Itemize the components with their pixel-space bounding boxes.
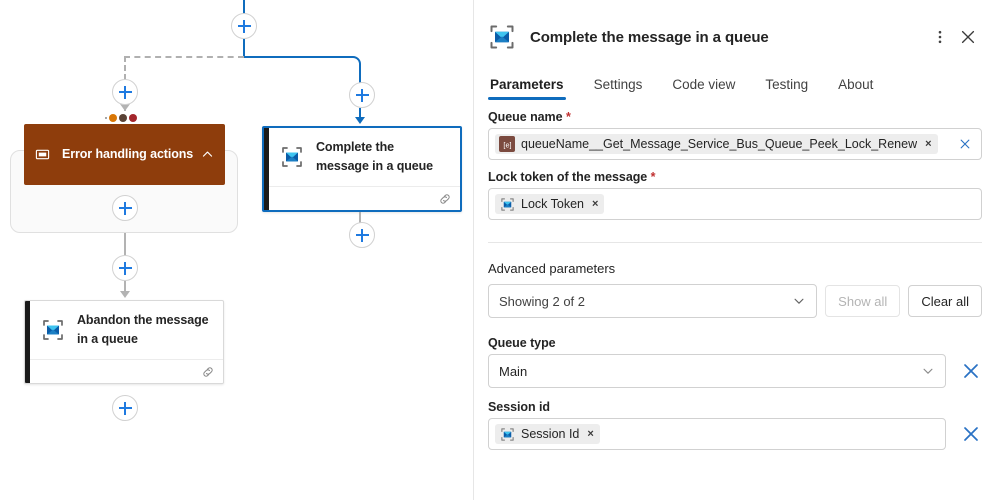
chevron-down-icon bbox=[792, 294, 806, 308]
workflow-canvas[interactable]: Error handling actions bbox=[0, 0, 473, 500]
node-body: Abandon the message in a queue bbox=[25, 301, 223, 359]
required-marker: * bbox=[647, 170, 656, 184]
add-action-top-button[interactable] bbox=[231, 13, 257, 39]
panel-divider bbox=[473, 0, 474, 500]
token-chip-label: Lock Token bbox=[521, 197, 585, 211]
token-chip-queue-name[interactable]: [e] queueName__Get_Message_Service_Bus_Q… bbox=[495, 134, 938, 154]
node-body: Complete the message in a queue bbox=[264, 128, 460, 186]
add-action-after-complete-button[interactable] bbox=[349, 222, 375, 248]
scope-status-dots bbox=[105, 114, 137, 122]
advanced-select-value: Showing 2 of 2 bbox=[499, 293, 586, 309]
add-action-after-scope-button[interactable] bbox=[112, 255, 138, 281]
expression-token-icon: [e] bbox=[499, 136, 515, 152]
edge-trunk-top bbox=[243, 0, 245, 14]
token-chip-label: queueName__Get_Message_Service_Bus_Queue… bbox=[521, 137, 918, 151]
add-action-after-abandon-button[interactable] bbox=[112, 395, 138, 421]
field-label-session-id: Session id bbox=[488, 400, 551, 414]
edge-complete-upper bbox=[359, 69, 361, 83]
clear-queue-type-icon[interactable] bbox=[960, 360, 982, 382]
node-abandon-message[interactable]: Abandon the message in a queue bbox=[24, 300, 224, 384]
panel-tabs[interactable]: Parameters Settings Code view Testing Ab… bbox=[474, 64, 1000, 100]
edge-after-complete bbox=[359, 212, 361, 226]
status-dot-tiny bbox=[105, 117, 107, 119]
panel-header: Complete the message in a queue bbox=[474, 0, 1000, 56]
field-row-queue-name: [e] queueName__Get_Message_Service_Bus_Q… bbox=[488, 128, 982, 160]
tab-code-view[interactable]: Code view bbox=[672, 77, 736, 92]
field-label-queue-name: Queue name * bbox=[488, 110, 571, 124]
service-bus-token-icon bbox=[499, 196, 515, 212]
section-divider bbox=[488, 242, 982, 243]
panel-title: Complete the message in a queue bbox=[530, 28, 769, 46]
remove-token-icon[interactable]: × bbox=[925, 137, 932, 150]
close-icon[interactable] bbox=[954, 23, 982, 51]
service-bus-token-icon bbox=[499, 426, 515, 442]
edge-complete-lower bbox=[359, 108, 361, 120]
session-id-input[interactable]: Session Id × bbox=[488, 418, 946, 450]
panel-body: Queue name * [e] queueName__Get_Message_… bbox=[474, 100, 1000, 450]
queue-name-input[interactable]: [e] queueName__Get_Message_Service_Bus_Q… bbox=[488, 128, 982, 160]
lock-token-input[interactable]: Lock Token × bbox=[488, 188, 982, 220]
edge-arrow-complete bbox=[355, 117, 365, 124]
clear-queue-name-icon[interactable] bbox=[957, 136, 973, 152]
edge-after-scope bbox=[124, 233, 126, 255]
field-row-queue-type: Main bbox=[488, 354, 982, 388]
node-title: Abandon the message in a queue bbox=[77, 313, 209, 346]
clear-all-button[interactable]: Clear all bbox=[908, 285, 982, 317]
remove-token-icon[interactable]: × bbox=[592, 197, 599, 210]
chevron-down-icon bbox=[921, 364, 935, 378]
required-marker: * bbox=[562, 110, 571, 124]
advanced-parameters-row: Showing 2 of 2 Show all Clear all bbox=[488, 284, 982, 318]
edge-trunk-mid bbox=[243, 39, 245, 57]
status-dot-failed bbox=[129, 114, 137, 122]
field-row-session-id: Session Id × bbox=[488, 418, 982, 450]
token-chip-lock-token[interactable]: Lock Token × bbox=[495, 194, 605, 214]
edge-dashed-horizontal bbox=[124, 56, 244, 58]
status-dot-warning bbox=[109, 114, 117, 122]
scope-header-error-handling[interactable]: Error handling actions bbox=[24, 124, 225, 185]
advanced-parameters-title: Advanced parameters bbox=[488, 261, 616, 276]
node-footer bbox=[264, 186, 460, 210]
link-icon[interactable] bbox=[438, 192, 452, 206]
clear-session-id-icon[interactable] bbox=[960, 423, 982, 445]
show-all-button[interactable]: Show all bbox=[825, 285, 901, 317]
edge-arrow-error bbox=[120, 104, 130, 111]
tab-settings[interactable]: Settings bbox=[593, 77, 643, 92]
svg-text:[e]: [e] bbox=[503, 140, 511, 149]
field-label-queue-type: Queue type bbox=[488, 336, 556, 350]
chevron-up-icon[interactable] bbox=[199, 147, 215, 163]
service-bus-icon bbox=[488, 23, 516, 51]
edge-to-abandon bbox=[124, 281, 126, 295]
service-bus-icon bbox=[41, 318, 65, 342]
tab-about[interactable]: About bbox=[838, 77, 874, 92]
remove-token-icon[interactable]: × bbox=[587, 427, 594, 440]
node-footer bbox=[25, 359, 223, 383]
node-title: Complete the message in a queue bbox=[316, 140, 433, 173]
node-accent-bar bbox=[264, 128, 269, 210]
scope-title: Error handling actions bbox=[62, 147, 194, 161]
tab-parameters[interactable]: Parameters bbox=[488, 77, 566, 100]
edge-corner-right bbox=[243, 56, 361, 70]
node-accent-bar bbox=[25, 301, 30, 383]
queue-type-value: Main bbox=[499, 363, 528, 379]
add-action-inside-scope-button[interactable] bbox=[112, 195, 138, 221]
node-complete-message[interactable]: Complete the message in a queue bbox=[262, 126, 462, 212]
advanced-parameters-select[interactable]: Showing 2 of 2 bbox=[488, 284, 818, 318]
scope-icon bbox=[32, 145, 52, 165]
token-chip-session-id[interactable]: Session Id × bbox=[495, 424, 600, 444]
token-chip-label: Session Id bbox=[521, 427, 580, 441]
edge-arrow-abandon bbox=[120, 291, 130, 298]
field-row-lock-token: Lock Token × bbox=[488, 188, 982, 220]
link-icon[interactable] bbox=[201, 365, 215, 379]
more-vertical-icon[interactable] bbox=[926, 23, 954, 51]
tab-testing[interactable]: Testing bbox=[765, 77, 809, 92]
edge-dashed-vertical bbox=[124, 56, 126, 80]
queue-type-select[interactable]: Main bbox=[488, 354, 946, 388]
status-dot-skipped bbox=[119, 114, 127, 122]
action-details-panel: Complete the message in a queue Paramete… bbox=[474, 0, 1000, 500]
add-action-complete-branch-button[interactable] bbox=[349, 82, 375, 108]
service-bus-icon bbox=[280, 145, 304, 169]
add-action-error-branch-button[interactable] bbox=[112, 79, 138, 105]
field-label-lock-token: Lock token of the message * bbox=[488, 170, 656, 184]
